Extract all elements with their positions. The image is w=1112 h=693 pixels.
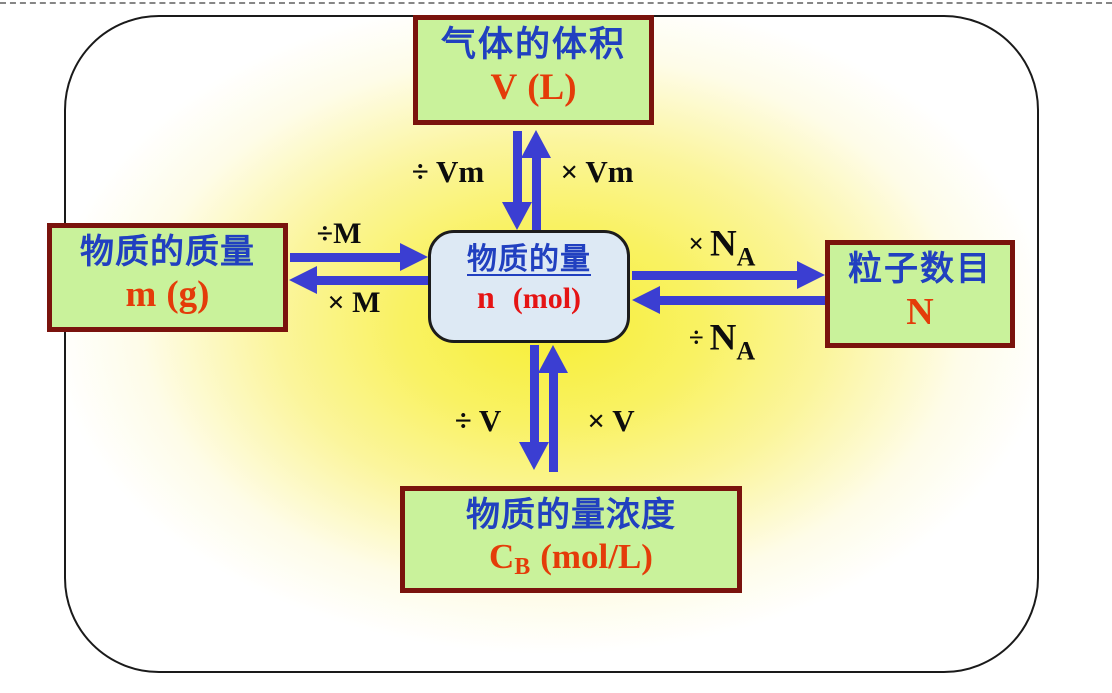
- node-molar-concentration-symbol: CB (mol/L): [405, 536, 737, 581]
- unit-text: (g): [166, 273, 210, 315]
- node-amount-of-substance: 物质的量 n (mol): [428, 230, 630, 343]
- node-amount-of-substance-title: 物质的量: [467, 243, 591, 276]
- arrow-head-up-icon: [521, 130, 551, 158]
- edge-label-times-na: ×NA: [688, 223, 756, 272]
- arrow-shaft: [659, 296, 825, 305]
- arrow-head-up-icon: [538, 345, 568, 373]
- avogadro-subscript: A: [736, 336, 756, 366]
- arrow-head-down-icon: [519, 442, 549, 470]
- edge-label-times-m: × M: [327, 286, 381, 319]
- node-molar-concentration: 物质的量浓度 CB (mol/L): [400, 486, 742, 593]
- node-molar-concentration-title: 物质的量浓度: [466, 496, 676, 534]
- symbol-text: V: [490, 66, 518, 108]
- arrow-shaft: [513, 131, 522, 203]
- node-particle-number-title: 粒子数目: [848, 250, 992, 288]
- edge-label-divide-vm: ÷ Vm: [411, 154, 485, 189]
- node-gas-volume: 气体的体积 V(L): [413, 15, 654, 125]
- edge-label-divide-na: ÷NA: [688, 317, 755, 366]
- node-particle-number-symbol: N: [830, 291, 1010, 335]
- arrow-shaft: [316, 276, 428, 285]
- symbol-text: N: [906, 290, 934, 333]
- symbol-text: n: [476, 278, 495, 315]
- node-mass: 物质的质量 m(g): [47, 223, 288, 332]
- unit-text: (mol): [512, 281, 582, 315]
- symbol-text: m: [125, 273, 157, 315]
- arrow-head-left-icon: [289, 266, 317, 294]
- arrow-head-right-icon: [400, 243, 428, 271]
- arrow-head-right-icon: [797, 261, 825, 289]
- symbol-text: C: [489, 536, 515, 576]
- symbol-subscript: B: [514, 554, 531, 581]
- unit-text: (mol/L): [540, 536, 653, 576]
- node-gas-volume-symbol: V(L): [418, 67, 649, 110]
- avogadro-subscript: A: [736, 242, 756, 272]
- avogadro-symbol: N: [709, 317, 737, 359]
- operator-text: ×: [688, 228, 704, 259]
- arrow-shaft: [549, 372, 558, 472]
- node-particle-number: 粒子数目 N: [825, 240, 1015, 348]
- node-gas-volume-title: 气体的体积: [440, 25, 626, 64]
- edge-label-divide-m: ÷M: [316, 217, 362, 250]
- avogadro-symbol: N: [709, 223, 737, 265]
- edge-label-times-vm: × Vm: [560, 154, 634, 189]
- node-amount-of-substance-symbol: n (mol): [431, 279, 627, 317]
- arrow-head-down-icon: [502, 202, 532, 230]
- unit-text: (L): [527, 66, 577, 108]
- arrow-shaft: [532, 157, 541, 230]
- edge-label-divide-v: ÷ V: [454, 403, 502, 438]
- edge-label-times-v: × V: [587, 403, 635, 438]
- arrow-shaft: [632, 271, 798, 280]
- arrow-shaft: [530, 345, 539, 443]
- arrow-head-left-icon: [632, 286, 660, 314]
- operator-text: ÷: [688, 322, 704, 353]
- arrow-shaft: [290, 253, 401, 262]
- node-mass-title: 物质的质量: [80, 233, 255, 271]
- top-crop-line: [0, 2, 1112, 4]
- node-mass-symbol: m(g): [52, 274, 283, 317]
